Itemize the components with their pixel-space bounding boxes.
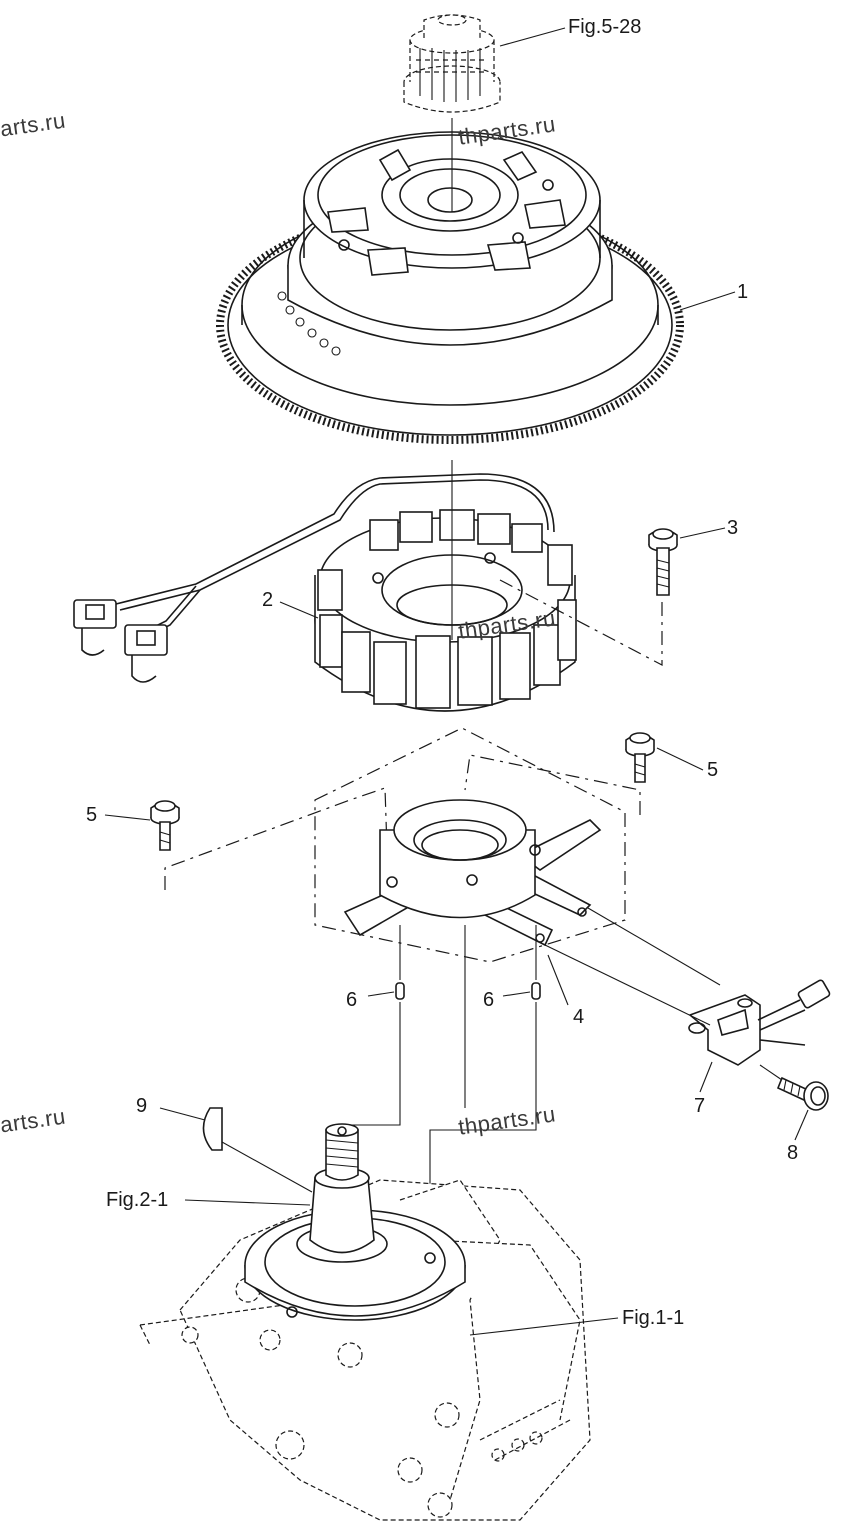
leader-part-5-left (104, 814, 151, 821)
callout-part-5-left: 5 (86, 804, 98, 826)
leader-part-6-left (367, 991, 395, 997)
dowel-pin-left (395, 982, 405, 1000)
assembly-box (314, 727, 626, 963)
leader-part-3 (679, 527, 726, 539)
pulser-axis-lower (544, 944, 711, 1026)
axis-dowel-right (429, 925, 537, 1185)
axis-dowel-left (345, 925, 401, 1126)
bolt-part-3 (648, 528, 678, 596)
leader-part-5-right (656, 747, 704, 771)
callout-part-5-right: 5 (707, 759, 719, 781)
leader-fig-1-1 (469, 1317, 619, 1336)
screw-axis (759, 1064, 783, 1081)
bolt-part-5-left (150, 800, 180, 851)
stator (73, 473, 577, 712)
leader-part-9 (159, 1107, 206, 1121)
bolt-part-5-right (625, 732, 655, 783)
leader-part-2 (279, 601, 319, 619)
screw-part-8 (776, 1076, 829, 1111)
pulser-axis-upper (587, 907, 721, 986)
bolt-5-right-axis (464, 754, 641, 815)
starter-pulley-ghost (403, 14, 501, 113)
leader-part-4 (547, 954, 569, 1006)
ref-fig-2-1: Fig.2-1 (106, 1189, 169, 1211)
callout-part-1: 1 (737, 281, 749, 303)
callout-part-4: 4 (573, 1006, 585, 1028)
leader-fig-5-28 (499, 27, 566, 47)
ref-fig-5-28: Fig.5-28 (568, 16, 642, 38)
woodruff-key (202, 1107, 223, 1151)
dowel-pin-right (531, 982, 541, 1000)
leader-part-7 (699, 1061, 713, 1093)
leader-part-6-right (502, 991, 531, 997)
ref-fig-1-1: Fig.1-1 (622, 1307, 685, 1329)
stator-base (343, 799, 602, 947)
bolt-5-left-axis (164, 787, 389, 890)
callout-part-9: 9 (136, 1095, 148, 1117)
leader-key-to-shaft (221, 1141, 313, 1193)
callout-part-3: 3 (727, 517, 739, 539)
callout-part-7: 7 (694, 1095, 706, 1117)
flywheel (216, 131, 684, 444)
callout-part-2: 2 (262, 589, 274, 611)
leader-part-8 (794, 1109, 809, 1141)
leader-fig-2-1 (184, 1199, 311, 1206)
callout-part-6-left: 6 (346, 989, 358, 1011)
crankshaft-end (244, 1123, 466, 1321)
pulser-coil (688, 979, 831, 1066)
callout-part-6-right: 6 (483, 989, 495, 1011)
bolt-3-axis (499, 579, 663, 666)
leader-part-1 (679, 291, 736, 311)
callout-part-8: 8 (787, 1142, 799, 1164)
